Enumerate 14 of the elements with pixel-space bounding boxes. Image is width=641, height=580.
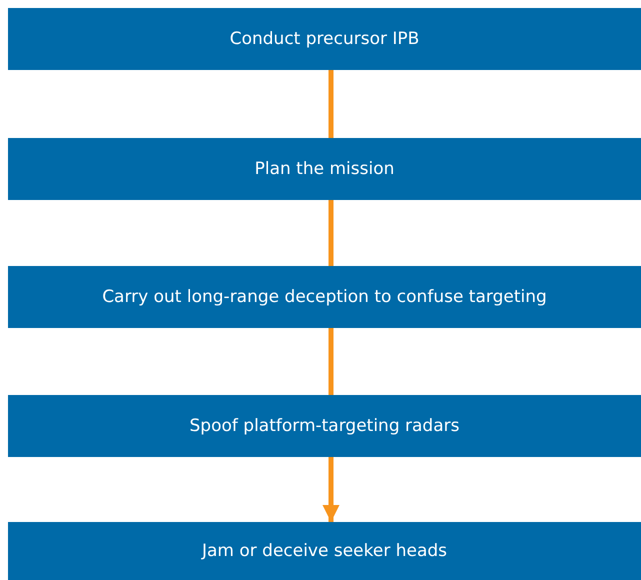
step-label: Jam or deceive seeker heads <box>202 541 448 561</box>
connector-line <box>328 328 334 395</box>
step-label: Plan the mission <box>254 159 394 179</box>
arrow <box>322 457 340 522</box>
process-box <box>8 8 641 70</box>
step-label: Spoof platform-targeting radars <box>190 416 460 436</box>
process-box <box>8 266 641 328</box>
step-label: Carry out long-range deception to confuse targeting <box>102 287 547 307</box>
step-label: Conduct precursor IPB <box>230 29 420 49</box>
connector-line <box>328 200 334 266</box>
connector-line <box>328 70 334 138</box>
process-box <box>8 522 641 580</box>
process-box <box>8 395 641 457</box>
process-box <box>8 138 641 200</box>
